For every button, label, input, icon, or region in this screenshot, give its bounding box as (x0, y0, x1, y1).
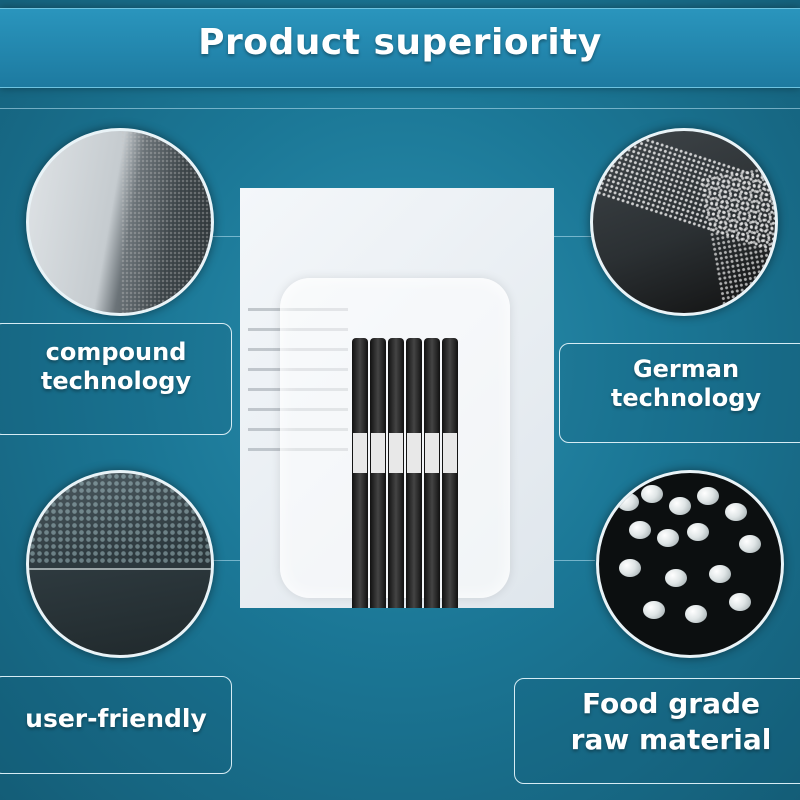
pellet (697, 487, 719, 505)
pellet (729, 593, 751, 611)
page-title: Product superiority (198, 22, 602, 63)
pellet (725, 503, 747, 521)
feature-box-food (514, 678, 800, 784)
pellet (641, 485, 663, 503)
plastic-pellets-image (596, 470, 784, 658)
connector-line (550, 236, 595, 237)
feature-line: raw material (570, 723, 772, 757)
title-bar (0, 8, 800, 88)
pen (370, 338, 386, 608)
feature-line: German (632, 355, 740, 383)
feature-line: user-friendly (25, 704, 207, 733)
feature-box-user (0, 676, 232, 774)
mesh-texture-image (590, 128, 778, 316)
connector-line (550, 560, 595, 561)
pellet (669, 497, 691, 515)
pen (424, 338, 440, 608)
pen (442, 338, 458, 608)
product-image (240, 188, 554, 608)
pellet (629, 521, 651, 539)
connector-line (0, 108, 800, 109)
pellet (709, 565, 731, 583)
pellet (657, 529, 679, 547)
feature-line: technology (610, 384, 762, 413)
film-texture-image (26, 128, 214, 316)
feature-line: Food grade (581, 687, 761, 720)
embossed-edge-image (26, 470, 214, 658)
pellet (687, 523, 709, 541)
feature-line: technology (40, 367, 192, 396)
pellet (685, 605, 707, 623)
pen (388, 338, 404, 608)
feature-label-compound: compound technology (0, 338, 232, 397)
pellet (643, 601, 665, 619)
connector-line (210, 560, 250, 561)
feature-label-food: Food grade raw material (540, 686, 800, 759)
pellet (739, 535, 761, 553)
feature-box-german (559, 343, 800, 443)
pellet (617, 493, 639, 511)
pen (352, 338, 368, 608)
pen (406, 338, 422, 608)
feature-label-german: German technology (572, 355, 800, 414)
feature-line: compound (45, 338, 187, 366)
pellet (665, 569, 687, 587)
feature-label-user: user-friendly (0, 704, 232, 735)
connector-line (210, 236, 250, 237)
feature-box-compound (0, 323, 232, 435)
pellet (619, 559, 641, 577)
